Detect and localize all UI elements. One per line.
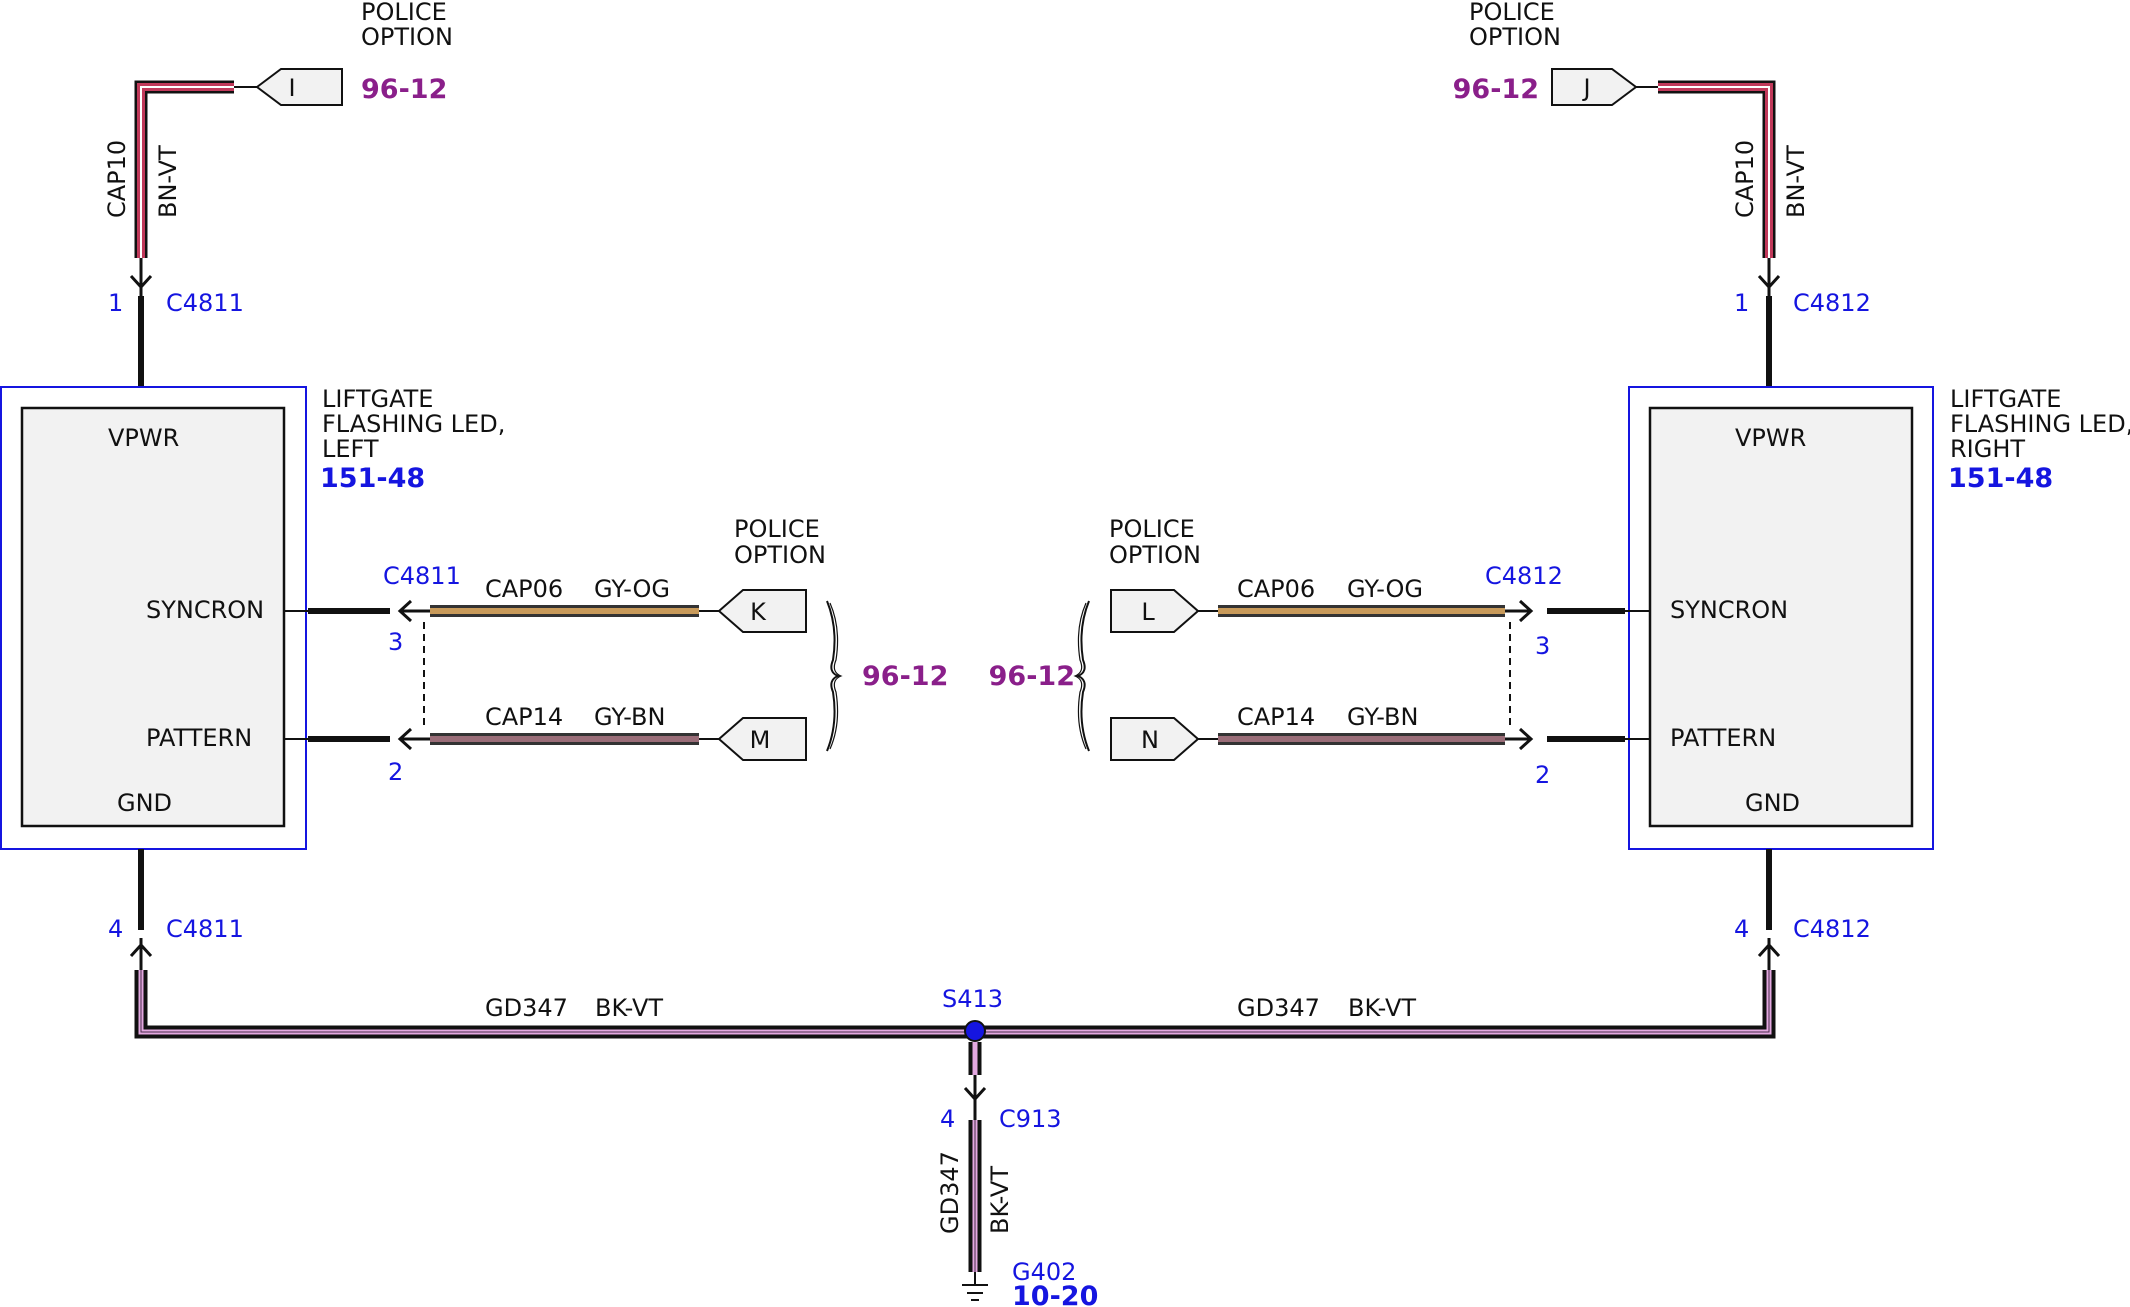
mid-right-signals: POLICE OPTION C4812 L CAP06 GY-OG 3 N CA… [989,515,1650,789]
mid-right-connector-id[interactable]: C4812 [1485,562,1563,590]
module-left-name-line2: FLASHING LED, [322,410,505,438]
mid-right-sync-pin: 3 [1535,632,1550,660]
connector-tag-k-label: K [750,598,767,626]
top-right-pin-number: 1 [1734,289,1749,317]
connector-tag-j-label: J [1581,74,1590,102]
mid-left-sync-color: GY-OG [594,575,670,603]
module-right[interactable]: VPWR SYNCRON PATTERN GND LIFTGATE FLASHI… [1628,385,2130,850]
connector-tag-m-label: M [750,726,771,754]
mid-left-pattern-pin: 2 [388,758,403,786]
bottom-left-circuit: GD347 [485,994,568,1022]
connector-tag-n-label: N [1141,726,1159,754]
module-right-name-line2: FLASHING LED, [1950,410,2130,438]
top-left-feed: POLICE OPTION I 96-12 CAP10 BN-VT 1 C481… [103,0,453,387]
top-right-option-line2: OPTION [1469,23,1561,51]
bottom-right-connector-id[interactable]: C4812 [1793,915,1871,943]
connector-tag-l-label: L [1141,598,1155,626]
mid-right-sync-color: GY-OG [1347,575,1423,603]
splice-label[interactable]: S413 [942,985,1003,1013]
mid-right-pattern-pin: 2 [1535,761,1550,789]
bottom-right-pin: 4 [1734,915,1749,943]
mid-right-brace [1075,600,1090,752]
top-right-option-line1: POLICE [1469,0,1555,26]
mid-left-brace [826,600,841,752]
module-left-syncron: SYNCRON [146,596,264,624]
mid-left-option-line2: OPTION [734,541,826,569]
module-left-pattern: PATTERN [146,724,252,752]
mid-right-sync-pin-arrow [1518,599,1534,623]
mid-right-pattern-pin-arrow [1518,727,1534,751]
module-left-name-line3: LEFT [322,435,379,463]
module-right-ref[interactable]: 151-48 [1948,463,2053,494]
module-left-vpwr: VPWR [108,424,179,452]
module-right-name-line3: RIGHT [1950,435,2025,463]
top-left-ref[interactable]: 96-12 [361,74,447,105]
mid-right-pattern-circuit: CAP14 [1237,703,1315,731]
connector-tag-k[interactable] [717,589,807,633]
vertical-circuit: GD347 [936,1151,964,1234]
module-right-name-line1: LIFTGATE [1950,385,2061,413]
module-left[interactable]: VPWR SYNCRON PATTERN GND LIFTGATE FLASHI… [0,385,505,850]
top-left-pin-number: 1 [108,289,123,317]
top-left-connector-id[interactable]: C4811 [166,289,244,317]
top-right-ref[interactable]: 96-12 [1453,74,1539,105]
ground-bus: 4 C4811 4 C4812 GD347 BK-VT GD347 BK-VT … [108,849,1871,1307]
bottom-right-circuit: GD347 [1237,994,1320,1022]
c913-pin: 4 [940,1105,955,1133]
top-left-option-line2: OPTION [361,23,453,51]
top-left-circuit: CAP10 [103,140,131,218]
mid-left-pattern-color: GY-BN [594,703,665,731]
mid-right-option-line2: OPTION [1109,541,1201,569]
mid-right-ref[interactable]: 96-12 [989,661,1075,692]
mid-left-connector-id[interactable]: C4811 [383,562,461,590]
mid-left-pattern-circuit: CAP14 [485,703,563,731]
connector-tag-n[interactable] [1110,717,1200,761]
connector-tag-m[interactable] [717,717,807,761]
top-left-option-line1: POLICE [361,0,447,26]
mid-right-sync-circuit: CAP06 [1237,575,1315,603]
mid-left-sync-circuit: CAP06 [485,575,563,603]
top-right-wire-color: BN-VT [1782,145,1810,218]
vertical-color: BK-VT [986,1166,1014,1234]
ground-ref[interactable]: 10-20 [1012,1281,1098,1307]
bottom-left-connector-id[interactable]: C4811 [166,915,244,943]
bottom-left-color: BK-VT [595,994,663,1022]
connector-tag-l[interactable] [1110,589,1200,633]
mid-left-sync-pin: 3 [388,628,403,656]
top-left-wire-color: BN-VT [154,145,182,218]
module-left-name-line1: LIFTGATE [322,385,433,413]
module-right-gnd: GND [1745,789,1800,817]
connector-tag-i[interactable] [255,68,343,106]
top-right-circuit: CAP10 [1731,140,1759,218]
mid-left-option-line1: POLICE [734,515,820,543]
connector-tag-j[interactable] [1551,68,1638,106]
connector-tag-i-label: I [288,74,295,102]
module-right-pattern: PATTERN [1670,724,1776,752]
top-right-connector-id[interactable]: C4812 [1793,289,1871,317]
mid-left-ref[interactable]: 96-12 [862,661,948,692]
top-right-feed: POLICE OPTION J 96-12 CAP10 BN-VT 1 C481… [1453,0,1871,387]
module-right-syncron: SYNCRON [1670,596,1788,624]
module-left-gnd: GND [117,789,172,817]
c913-connector-id[interactable]: C913 [999,1105,1062,1133]
mid-right-option-line1: POLICE [1109,515,1195,543]
module-left-ref[interactable]: 151-48 [320,463,425,494]
splice-s413-dot[interactable] [964,1020,986,1042]
mid-right-pattern-color: GY-BN [1347,703,1418,731]
mid-left-signals: POLICE OPTION C4811 K CAP06 GY-OG 3 M CA… [284,515,948,786]
module-right-vpwr: VPWR [1735,424,1806,452]
bottom-right-color: BK-VT [1348,994,1416,1022]
ground-icon [962,1272,988,1301]
bottom-left-pin: 4 [108,915,123,943]
ground-id[interactable]: G402 [1012,1258,1076,1286]
